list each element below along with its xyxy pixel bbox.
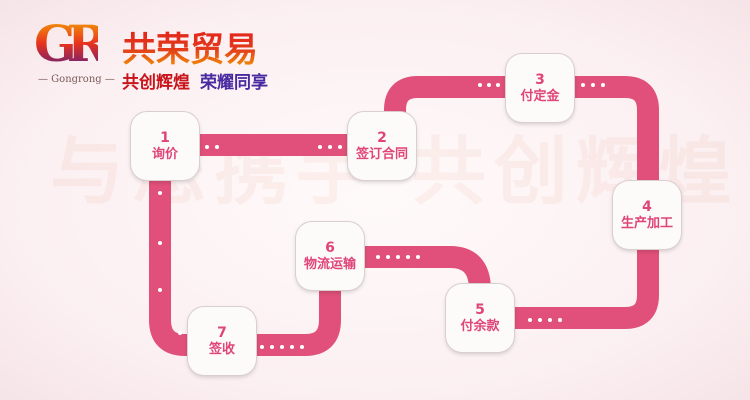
step-label: 付定金 <box>520 88 560 104</box>
slogan-part: 共创辉煌 <box>122 73 190 93</box>
slogan: 共创辉煌荣耀同享 <box>122 68 268 93</box>
logo-monogram: GR <box>34 14 108 73</box>
brand-name: 共荣贸易 <box>122 22 258 71</box>
slogan-part: 荣耀同享 <box>200 73 268 93</box>
step-number: 5 <box>475 301 485 318</box>
track-segment <box>160 76 659 329</box>
track-dots <box>158 83 605 349</box>
step-number: 2 <box>377 129 387 146</box>
step-label: 签订合同 <box>355 146 408 162</box>
step-label: 生产加工 <box>620 215 673 231</box>
step-number: 4 <box>642 198 652 215</box>
step-number: 6 <box>325 239 335 256</box>
step-label: 询价 <box>151 146 178 162</box>
step-label: 付余款 <box>460 318 500 334</box>
step-number: 3 <box>535 71 545 88</box>
step-number: 7 <box>217 324 227 341</box>
logo-english: — Gongrong — <box>38 74 115 85</box>
step-label: 签收 <box>208 341 235 357</box>
step-label: 物流运输 <box>303 256 356 272</box>
step-number: 1 <box>160 129 170 146</box>
track-segment <box>149 145 491 356</box>
